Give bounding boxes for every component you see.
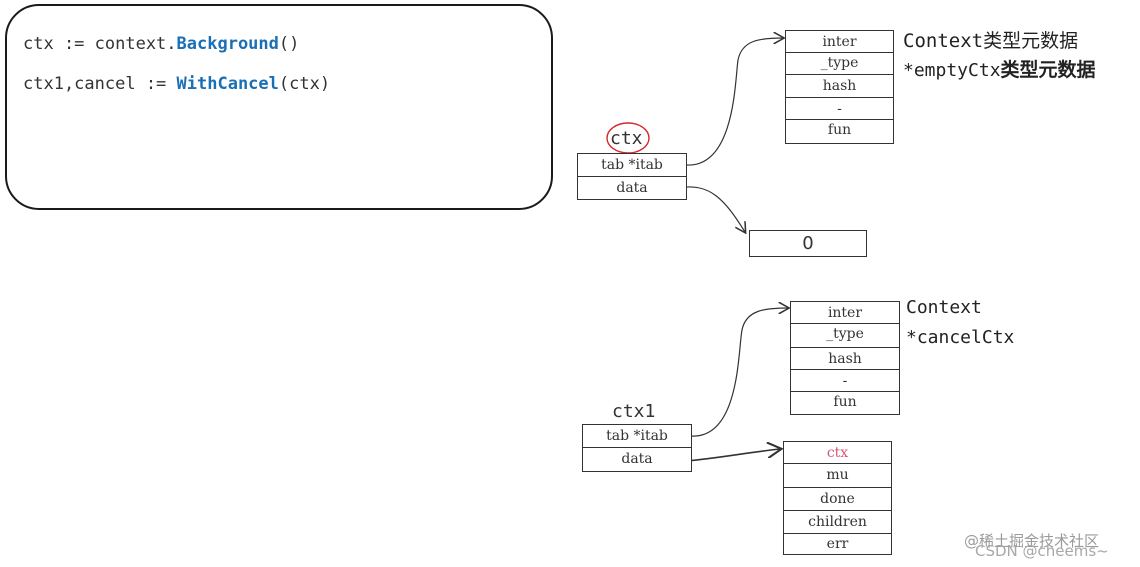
arrow-ctx1-tab (689, 308, 788, 437)
itab2-pad: - (791, 370, 899, 392)
ctx-tab-field: tab *itab (578, 154, 686, 177)
code-keyword: Background (176, 34, 279, 54)
code-text: (ctx) (278, 74, 331, 94)
ctx-struct: tab *itab data (577, 153, 687, 200)
code-line-1: ctx := context.Background() (23, 34, 299, 54)
itab1-fun: fun (827, 122, 852, 138)
itab2-type: _type (791, 324, 899, 348)
ctx-data-field: data (616, 180, 648, 196)
cancelctx-children-field: children (784, 511, 891, 534)
arrow-ctx-tab (685, 38, 783, 166)
code-text: () (278, 34, 300, 54)
ctx-data-value-box: 0 (749, 230, 867, 257)
ctx1-tab-field: tab *itab (583, 425, 691, 448)
watermark-csdn: CSDN @cheems~ (975, 542, 1109, 560)
itab1-label-cn: 类型元数据 (1000, 59, 1096, 81)
itab2-label-cancelctx: *cancelCtx (906, 327, 1015, 348)
cancelctx-struct: ctx mu done children err (783, 441, 892, 555)
itab1-inter: inter (786, 31, 893, 53)
itab1-label-emptyctx: *emptyCtx类型元数据 (903, 55, 1096, 82)
watermark-juejin: @稀土掘金技术社区 (964, 532, 1100, 550)
code-keyword: WithCancel (176, 74, 279, 94)
itab2-inter: inter (791, 302, 899, 324)
code-text: ctx := context. (23, 34, 177, 54)
arrow-ctx-data (677, 186, 745, 232)
itab1-type: _type (786, 53, 893, 75)
cancelctx-mu-field: mu (784, 464, 891, 488)
cancelctx-err-field: err (826, 536, 849, 552)
itab1-hash: hash (786, 75, 893, 98)
cancelctx-done-field: done (784, 488, 891, 511)
itab1-label-type: *emptyCtx (903, 60, 1001, 81)
itab1-label-context: Context类型元数据 (903, 30, 1079, 52)
cancelctx-ctx-field: ctx (784, 442, 891, 464)
code-line-2: ctx1,cancel := WithCancel(ctx) (23, 74, 330, 94)
itab1-struct: inter _type hash - fun (785, 30, 894, 144)
ctx1-data-field: data (621, 451, 653, 467)
ctx1-var-name: ctx1 (612, 401, 656, 422)
itab2-fun: fun (833, 394, 857, 410)
code-panel: ctx := context.Background() ctx1,cancel … (5, 4, 553, 210)
itab2-struct: inter _type hash - fun (790, 301, 900, 415)
itab2-label-context: Context (906, 297, 982, 318)
code-text: ctx1,cancel := (23, 74, 177, 94)
itab2-hash: hash (791, 348, 899, 370)
arrow-ctx1-data (685, 449, 780, 462)
itab1-pad: - (786, 98, 893, 120)
ctx1-struct: tab *itab data (582, 424, 692, 472)
ctx-var-name: ctx (610, 128, 643, 149)
